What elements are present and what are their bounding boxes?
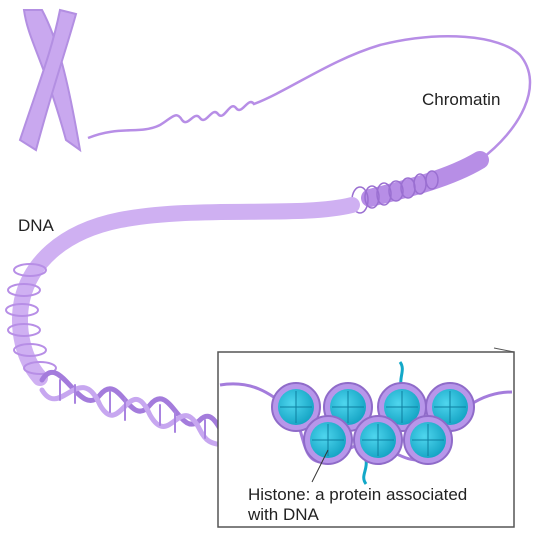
double-helix [39, 369, 235, 453]
dna-band [12, 197, 360, 386]
thin-fiber [87, 35, 532, 161]
dna-label: DNA [18, 216, 54, 235]
histone-label-line-1: Histone: a protein associated [248, 485, 468, 504]
chromosome-x [18, 8, 82, 153]
histone-disc [271, 382, 321, 432]
histone-label: Histone: a protein associated with DNA [248, 485, 467, 525]
histone-disc [403, 415, 453, 465]
histone-disc [353, 415, 403, 465]
chromatin-label: Chromatin [422, 90, 501, 109]
dna-coils-left [5, 263, 57, 375]
histone-disc [303, 415, 353, 465]
chromatin-coil [361, 151, 489, 207]
histone-leader-line [311, 449, 329, 483]
inset-pointer [493, 347, 515, 353]
histone-group [271, 382, 475, 465]
histone-label-line-2: with DNA [248, 505, 319, 524]
histone-tail-bottom [362, 459, 368, 485]
